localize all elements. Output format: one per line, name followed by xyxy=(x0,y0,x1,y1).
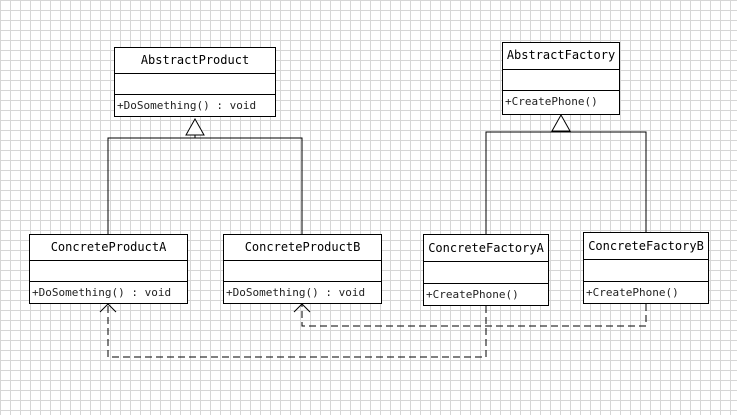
class-abstract-factory[interactable]: AbstractFactory +CreatePhone() xyxy=(502,42,620,115)
class-attributes xyxy=(424,262,548,284)
class-attributes xyxy=(503,70,619,91)
class-name: AbstractFactory xyxy=(503,43,619,70)
generalization-arrowhead-product xyxy=(185,117,205,136)
class-operation: +DoSomething() : void xyxy=(32,286,172,299)
class-operation: +CreatePhone() xyxy=(426,288,519,301)
class-name: ConcreteFactoryB xyxy=(584,233,708,260)
generalization-line-factory xyxy=(485,131,647,236)
generalization-line-product-a xyxy=(107,137,303,236)
class-operation: +DoSomething() : void xyxy=(117,99,257,112)
class-concrete-factory-a[interactable]: ConcreteFactoryA +CreatePhone() xyxy=(423,234,549,306)
class-attributes xyxy=(30,261,187,282)
class-operation: +CreatePhone() xyxy=(505,95,598,108)
dependency-line-factory-b-product-b xyxy=(301,304,647,327)
class-name: ConcreteFactoryA xyxy=(424,235,548,262)
class-attributes xyxy=(584,260,708,282)
class-name: AbstractProduct xyxy=(115,48,275,74)
class-concrete-factory-b[interactable]: ConcreteFactoryB +CreatePhone() xyxy=(583,232,709,304)
class-operation: +CreatePhone() xyxy=(586,286,679,299)
class-attributes xyxy=(115,74,275,95)
class-name: ConcreteProductB xyxy=(224,235,381,261)
class-concrete-product-a[interactable]: ConcreteProductA +DoSomething() : void xyxy=(29,234,188,304)
dependency-arrowhead-product-a xyxy=(99,303,117,313)
class-operation: +DoSomething() : void xyxy=(226,286,366,299)
dependency-arrowhead-product-b xyxy=(293,303,311,313)
class-name: ConcreteProductA xyxy=(30,235,187,261)
class-abstract-product[interactable]: AbstractProduct +DoSomething() : void xyxy=(114,47,276,117)
generalization-arrowhead-factory xyxy=(551,113,571,132)
dependency-line-factory-a-product-a xyxy=(107,304,487,358)
class-attributes xyxy=(224,261,381,282)
class-concrete-product-b[interactable]: ConcreteProductB +DoSomething() : void xyxy=(223,234,382,304)
